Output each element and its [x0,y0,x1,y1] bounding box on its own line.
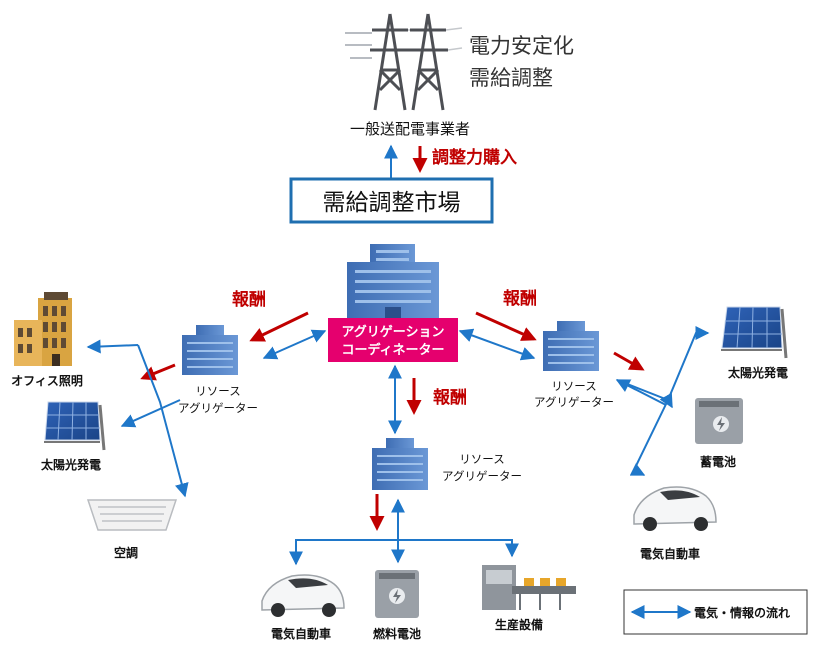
reward-arrow-left-resources [140,363,176,381]
coordinator-label-line1: アグリゲーション [341,324,444,340]
resource-label-fuel-cell: 燃料電池 [373,626,421,641]
resource-label-production-equipment: 生産設備 [495,617,543,632]
fuel-cell-icon [375,570,419,618]
reward-label-left: 報酬 [232,289,266,310]
resource-label-storage-battery: 蓄電池 [700,454,736,469]
market-label: 需給調整市場 [323,190,461,216]
legend-label: 電気・情報の流れ [694,605,790,620]
office-building-icon [14,292,72,366]
electric-car-icon [633,486,717,531]
tso-purpose-line2: 需給調整 [469,66,553,90]
left-aggregator-line2: アグリゲーター [178,401,258,415]
left-distribution-lines [86,339,189,498]
flow-coordinator-right-aggregator [458,328,536,361]
left-aggregator-building-icon [182,325,238,375]
flow-coordinator-left-aggregator [262,329,327,360]
air-conditioner-icon [86,499,178,531]
bottom-distribution-lines [289,498,519,566]
resource-label-air-conditioner: 空調 [114,545,138,560]
market-box [289,177,494,224]
right-distribution-lines [615,326,710,476]
reward-label-right: 報酬 [503,288,537,309]
resource-label-office-lighting: オフィス照明 [11,373,83,388]
coordinator-box [328,318,458,362]
resource-label-left-solar: 太陽光発電 [41,457,101,472]
electric-car-icon [261,574,345,617]
purchase-label: 調整力購入 [432,147,517,168]
reward-label-center: 報酬 [433,387,467,408]
transmission-tower-icon [345,13,463,111]
tso-label: 一般送配電事業者 [350,120,470,138]
center-aggregator-line1: リソース [459,452,504,466]
production-equipment-icon [482,565,576,610]
resource-label-right-ev: 電気自動車 [640,546,700,561]
reward-arrow-right-resources [613,351,645,371]
resource-label-right-solar: 太陽光発電 [728,365,788,380]
solar-panel-icon [721,306,788,359]
left-aggregator-line1: リソース [195,384,240,398]
right-aggregator-line2: アグリゲーター [534,395,614,409]
tso-purpose-line1: 電力安定化 [469,34,574,58]
resource-label-bottom-ev: 電気自動車 [271,626,331,641]
right-aggregator-building-icon [543,321,599,371]
solar-panel-icon [44,401,106,451]
storage-battery-icon [695,398,743,444]
center-aggregator-building-icon [372,438,428,490]
right-aggregator-line1: リソース [551,379,596,393]
center-aggregator-line2: アグリゲーター [442,469,522,483]
coordinator-building-icon [347,244,439,320]
coordinator-label-line2: コーディネーター [341,342,444,358]
reward-arrow-to-right-aggregator [475,311,537,341]
reward-arrow-to-left-aggregator [249,311,309,342]
